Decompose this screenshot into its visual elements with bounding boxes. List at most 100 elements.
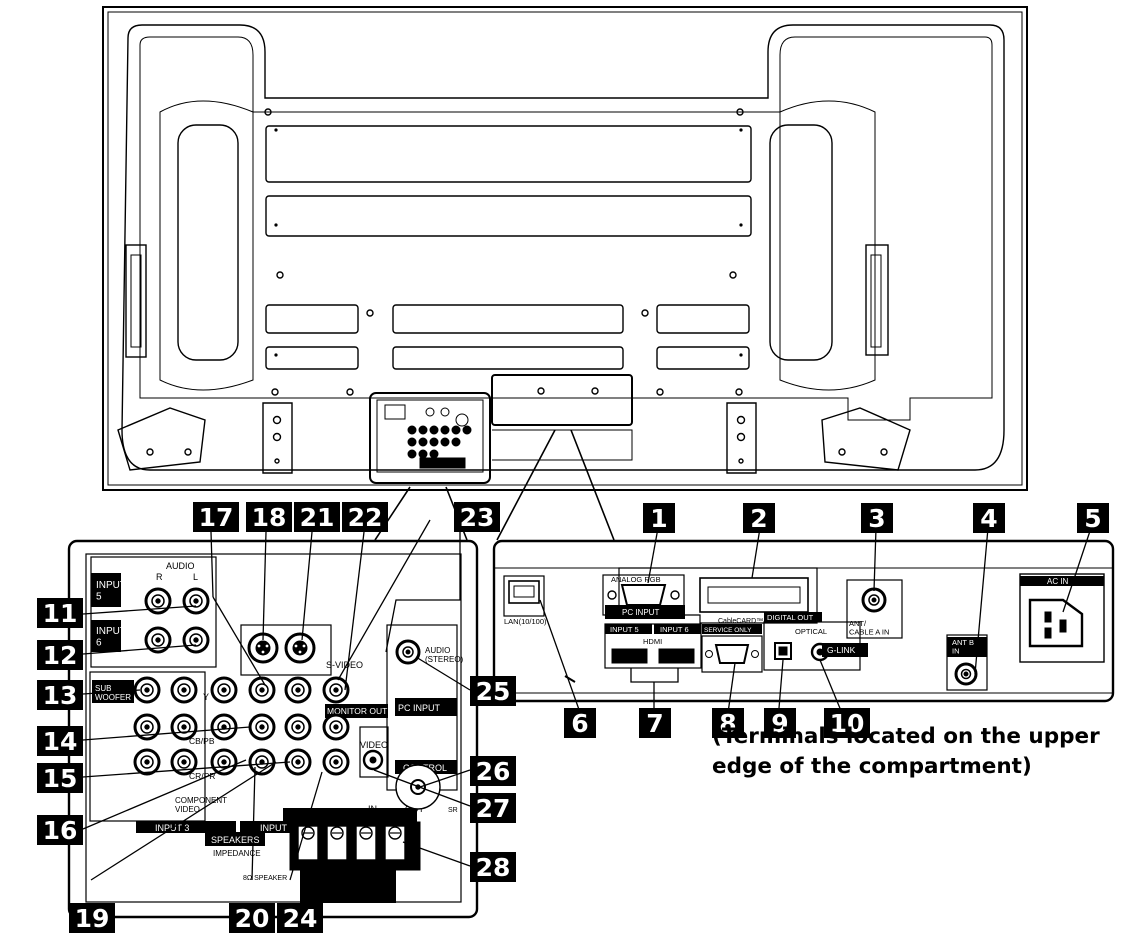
callout-18: 18 (246, 502, 292, 532)
svg-text:16: 16 (43, 816, 78, 845)
rca-jack-input2-audio-r (248, 748, 276, 776)
label-monitor-out: MONITOR OUT (327, 706, 387, 716)
callout-12: 12 (37, 640, 83, 670)
svg-text:14: 14 (43, 727, 78, 756)
callout-11: 11 (37, 598, 83, 628)
svg-text:11: 11 (43, 599, 78, 628)
callout-4: 4 (973, 503, 1005, 533)
caption-line-1: (Terminals located on the upper (712, 724, 1100, 749)
label-optical: OPTICAL (795, 627, 827, 636)
callout-15: 15 (37, 763, 83, 793)
callout-21: 21 (294, 502, 340, 532)
rca-jack-monitor-out-l (322, 713, 350, 741)
rca-jack-input1-audio-l (284, 713, 312, 741)
speaker-terminals (289, 811, 421, 871)
leader-lines (82, 519, 1092, 881)
callout-20: 20 (229, 903, 275, 933)
callout-9: 9 (764, 708, 796, 738)
rca-jack-input6-r (144, 626, 172, 654)
svg-text:28: 28 (476, 853, 511, 882)
callout-25: 25 (470, 676, 516, 706)
rca-jack-input3-y (170, 676, 198, 704)
s-video-jack-input1 (284, 632, 316, 664)
svg-text:3: 3 (868, 504, 885, 533)
callout-13: 13 (37, 680, 83, 710)
svg-text:8: 8 (719, 709, 736, 738)
label-impedance: IMPEDANCE (213, 849, 261, 858)
svg-text:23: 23 (460, 503, 495, 532)
svg-text:1: 1 (650, 504, 667, 533)
rca-jack-input2-y (210, 676, 238, 704)
label-ac-in: AC IN (1047, 577, 1069, 586)
label-cr-pr: CR/PR (189, 771, 215, 781)
rca-jack-input3-cb (170, 713, 198, 741)
svg-text:17: 17 (199, 503, 234, 532)
rca-jack-input2-audio-l (248, 713, 276, 741)
rca-jack-input1-video (284, 676, 312, 704)
label-s-video: S-VIDEO (326, 660, 363, 670)
svg-text:18: 18 (252, 503, 287, 532)
svg-text:4: 4 (980, 504, 997, 533)
svg-text:22: 22 (348, 503, 383, 532)
svg-text:2: 2 (750, 504, 767, 533)
label-pc-input: PC INPUT (398, 703, 441, 713)
label-hdmi: HDMI (643, 637, 662, 646)
control-in-jack (359, 726, 389, 778)
svg-text:21: 21 (300, 503, 335, 532)
callout-badges: 1 2 3 4 5 6 7 8 9 10 11 12 13 14 15 16 1… (37, 502, 1109, 933)
callout-6: 6 (564, 708, 596, 738)
rca-jack-input3-cr (170, 748, 198, 776)
callout-1: 1 (643, 503, 675, 533)
left-connector-panel (67, 539, 479, 919)
rca-jack-pc-audio (395, 639, 421, 665)
rca-jack-input3-audio-l (133, 713, 161, 741)
svg-text:26: 26 (476, 757, 511, 786)
rca-jack-input3-audio-r (133, 748, 161, 776)
label-ant-cable-a: ANT/CABLE A IN (849, 619, 889, 637)
label-digital-out: DIGITAL OUT (767, 613, 814, 622)
label-in: IN (368, 804, 377, 814)
callout-19: 19 (69, 903, 115, 933)
svg-text:9: 9 (771, 709, 788, 738)
label-service-only: SERVICE ONLY (704, 627, 752, 634)
callout-28: 28 (470, 852, 516, 882)
svg-text:27: 27 (476, 794, 511, 823)
label-cablecard: CableCARD™ (718, 618, 763, 625)
label-input6-right: INPUT 6 (660, 625, 689, 634)
svg-text:10: 10 (830, 709, 865, 738)
rca-jack-input2-cr (210, 748, 238, 776)
label-sr: SR (448, 807, 458, 814)
label-pc-input-right: PC INPUT (622, 608, 659, 617)
terminal-location-caption: (Terminals located on the upper edge of … (712, 722, 1127, 782)
svg-text:12: 12 (43, 641, 78, 670)
svg-text:20: 20 (235, 904, 270, 933)
label-audio-stereo: AUDIO(STEREO) (425, 646, 464, 664)
label-l: L (193, 572, 198, 582)
label-analog-rgb: ANALOG RGB (611, 575, 661, 584)
rca-jack-monitor-out-r (322, 748, 350, 776)
callout-27: 27 (470, 793, 516, 823)
svg-text:7: 7 (646, 709, 663, 738)
label-speakers: SPEAKERS (211, 835, 260, 845)
compartment-jack-miniature (384, 404, 472, 469)
left-panel-black-bars (91, 573, 457, 903)
svg-text:15: 15 (43, 764, 78, 793)
callout-10: 10 (824, 708, 870, 738)
callout-23: 23 (454, 502, 500, 532)
label-r: R (156, 572, 163, 582)
svg-text:13: 13 (43, 681, 78, 710)
right-panel-black-bars (605, 576, 1104, 657)
callout-8: 8 (712, 708, 744, 738)
svg-text:25: 25 (476, 677, 511, 706)
tv-back-view (102, 6, 1028, 541)
rca-jack-input6-l (182, 626, 210, 654)
callout-24: 24 (277, 903, 323, 933)
label-video: VIDEO (360, 740, 388, 750)
svg-text:24: 24 (283, 904, 318, 933)
label-input5-right: INPUT 5 (610, 625, 639, 634)
rca-jack-monitor-out-video (322, 676, 350, 704)
